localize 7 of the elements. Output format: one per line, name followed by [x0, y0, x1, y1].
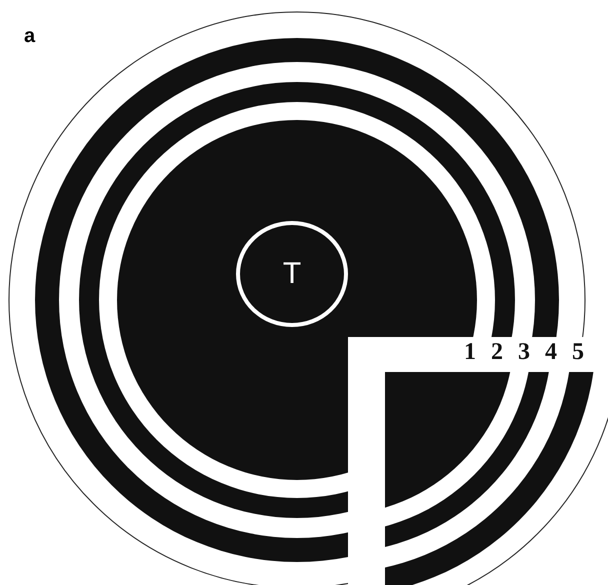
- ring-number: 5: [572, 340, 584, 364]
- ring-number: 1: [464, 340, 476, 364]
- ring-number: 3: [518, 340, 530, 364]
- panel-letter: a: [24, 26, 36, 46]
- ring-number: 2: [491, 340, 503, 364]
- center-circle: T: [236, 221, 348, 327]
- ring-number: 4: [545, 340, 557, 364]
